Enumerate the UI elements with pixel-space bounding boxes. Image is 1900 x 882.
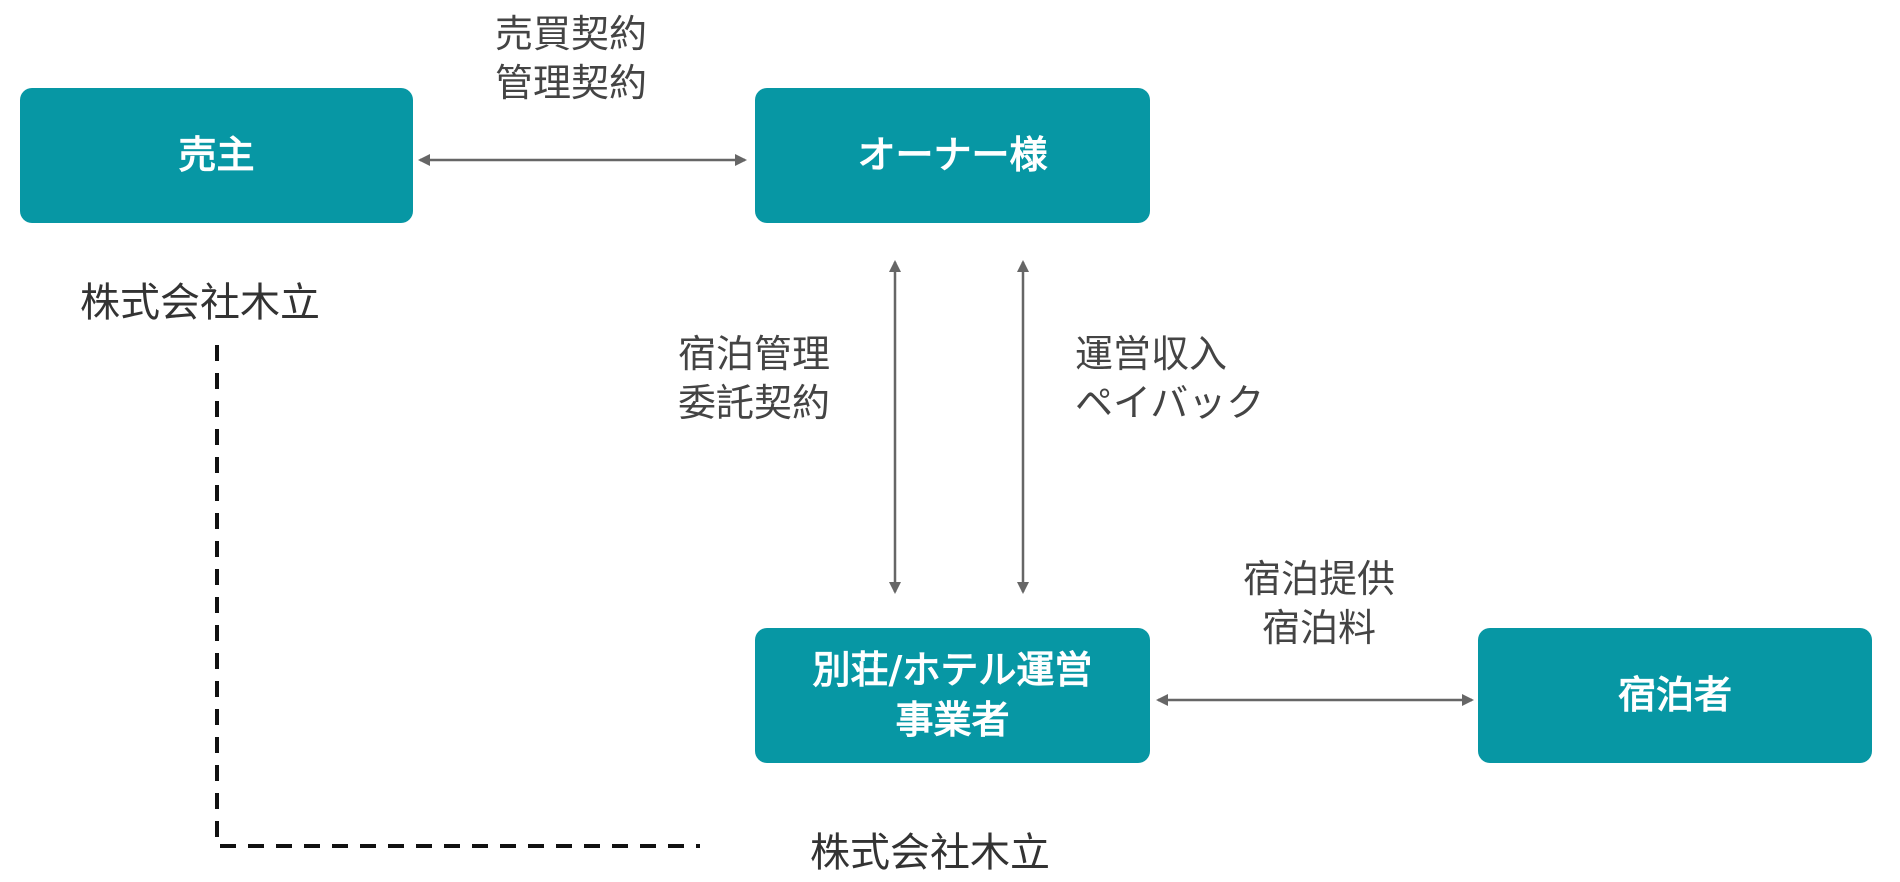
guest-node: 宿泊者	[1478, 628, 1872, 763]
dashed-company-link	[215, 345, 700, 848]
edge-label-line: ペイバック	[1075, 381, 1265, 426]
owner-node: オーナー様	[755, 88, 1150, 223]
seller-label: 売主	[178, 132, 255, 177]
seller-company-name: 株式会社木立	[80, 280, 320, 326]
owner-to-operator-edge-label: 宿泊管理 委託契約	[678, 330, 830, 429]
guest-label: 宿泊者	[1617, 672, 1732, 717]
seller-owner-edge-label: 売買契約 管理契約	[495, 10, 647, 109]
seller-node: 売主	[20, 88, 413, 223]
edge-label-line: 宿泊提供	[1243, 557, 1396, 601]
edge-label-line: 宿泊料	[1262, 606, 1377, 651]
owner-label: オーナー様	[857, 132, 1048, 177]
edge-label-line: 宿泊管理	[678, 332, 831, 376]
edge-label-line: 売買契約	[495, 12, 648, 56]
operator-label-line1: 別荘/ホテル運営	[812, 648, 1093, 693]
operator-to-owner-edge-label: 運営収入 ペイバック	[1075, 330, 1264, 429]
operator-node: 別荘/ホテル運営 事業者	[755, 628, 1150, 763]
operator-guest-edge-label: 宿泊提供 宿泊料	[1243, 555, 1395, 654]
edge-label-line: 委託契約	[678, 381, 831, 426]
edge-label-line: 運営収入	[1075, 332, 1228, 376]
operator-company-name: 株式会社木立	[810, 830, 1050, 876]
edge-label-line: 管理契約	[495, 61, 648, 106]
operator-label-line2: 事業者	[895, 697, 1010, 742]
